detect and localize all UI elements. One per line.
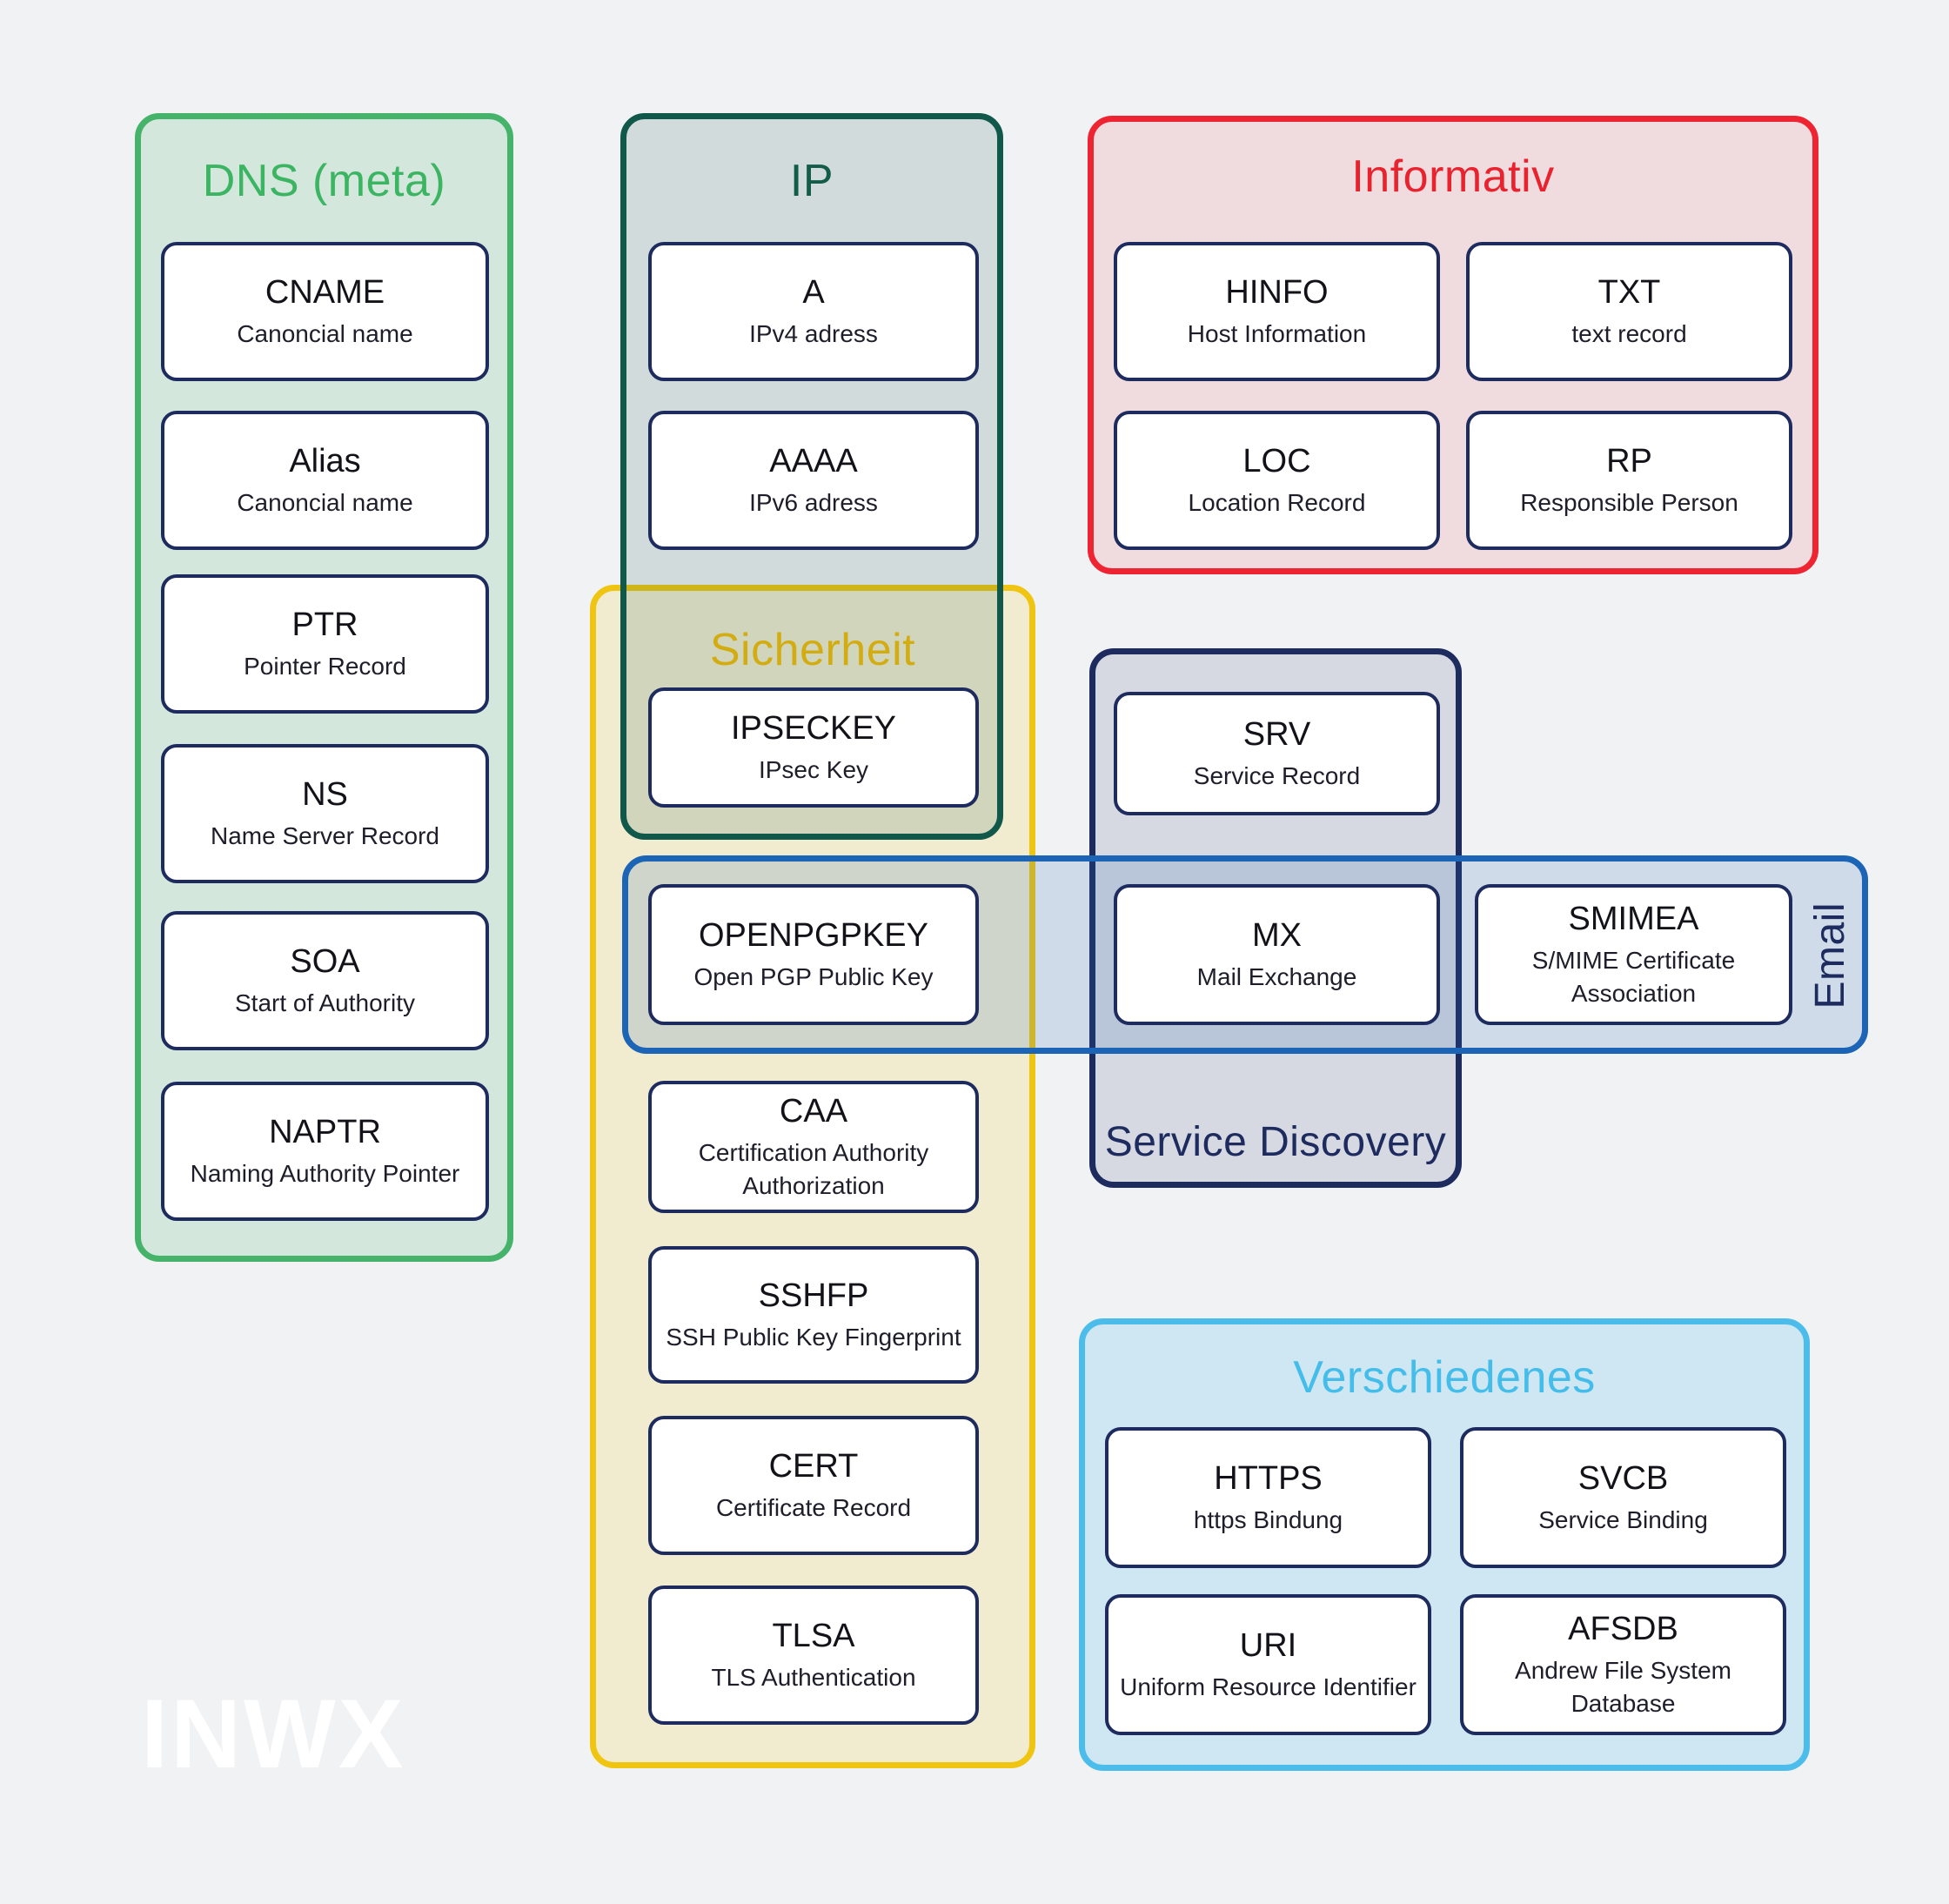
card-abbr: HTTPS	[1214, 1460, 1323, 1498]
card-abbr: SSHFP	[758, 1277, 869, 1315]
card-cname: CNAME Canoncial name	[161, 242, 489, 381]
card-srv: SRV Service Record	[1114, 692, 1440, 815]
card-abbr: URI	[1239, 1627, 1297, 1665]
card-abbr: PTR	[291, 607, 358, 644]
card-desc: SSH Public Key Fingerprint	[666, 1323, 961, 1351]
card-loc: LOC Location Record	[1114, 411, 1440, 550]
card-desc: text record	[1571, 319, 1687, 347]
card-desc: Canoncial name	[237, 488, 413, 516]
card-cert: CERT Certificate Record	[648, 1416, 979, 1555]
card-desc: S/MIME Certificate Association	[1531, 946, 1736, 1007]
card-desc: Andrew File System Database	[1515, 1656, 1731, 1717]
card-desc: Mail Exchange	[1196, 962, 1357, 990]
card-a: A IPv4 adress	[648, 242, 979, 381]
card-abbr: OPENPGPKEY	[699, 917, 928, 955]
card-desc: Certification Authority Authorization	[698, 1138, 929, 1199]
card-openpgpkey: OPENPGPKEY Open PGP Public Key	[648, 884, 979, 1025]
card-abbr: CERT	[768, 1448, 859, 1485]
card-abbr: AAAA	[769, 443, 858, 480]
card-desc: https Bindung	[1193, 1505, 1343, 1533]
card-tlsa: TLSA TLS Authentication	[648, 1586, 979, 1725]
card-desc: Canoncial name	[237, 319, 413, 347]
card-smimea: SMIMEA S/MIME Certificate Association	[1475, 884, 1792, 1025]
card-abbr: NAPTR	[269, 1114, 381, 1151]
card-desc: Host Information	[1187, 319, 1367, 347]
card-desc: Uniform Resource Identifier	[1120, 1673, 1417, 1700]
card-desc: IPv6 adress	[749, 488, 878, 516]
card-abbr: Alias	[289, 443, 361, 480]
card-desc: Service Record	[1193, 761, 1361, 789]
card-desc: Location Record	[1188, 488, 1366, 516]
card-abbr: TLSA	[772, 1618, 855, 1655]
card-abbr: MX	[1252, 917, 1302, 955]
card-abbr: HINFO	[1225, 274, 1329, 312]
card-https: HTTPS https Bindung	[1105, 1427, 1431, 1568]
card-desc: Responsible Person	[1520, 488, 1738, 516]
card-abbr: RP	[1606, 443, 1652, 480]
card-abbr: CNAME	[265, 274, 385, 312]
card-txt: TXT text record	[1466, 242, 1792, 381]
card-abbr: CAA	[779, 1093, 848, 1130]
card-abbr: IPSECKEY	[730, 710, 897, 748]
card-abbr: LOC	[1242, 443, 1311, 480]
card-desc: TLS Authentication	[711, 1663, 916, 1691]
card-aaaa: AAAA IPv6 adress	[648, 411, 979, 550]
card-desc: Certificate Record	[715, 1493, 912, 1521]
card-abbr: SVCB	[1577, 1460, 1669, 1498]
card-abbr: A	[802, 274, 825, 312]
card-abbr: SMIMEA	[1568, 901, 1699, 938]
card-abbr: NS	[302, 776, 348, 814]
card-hinfo: HINFO Host Information	[1114, 242, 1440, 381]
card-desc: Start of Authority	[235, 989, 415, 1016]
card-desc: Pointer Record	[244, 652, 406, 680]
card-mx: MX Mail Exchange	[1114, 884, 1440, 1025]
card-abbr: TXT	[1597, 274, 1661, 312]
card-desc: Service Binding	[1538, 1505, 1708, 1533]
card-abbr: SOA	[290, 943, 360, 981]
card-ptr: PTR Pointer Record	[161, 574, 489, 714]
inwx-logo: INWX	[141, 1679, 406, 1788]
card-afsdb: AFSDB Andrew File System Database	[1460, 1594, 1786, 1735]
card-desc: Open PGP Public Key	[693, 962, 934, 990]
card-desc: IPv4 adress	[749, 319, 878, 347]
card-uri: URI Uniform Resource Identifier	[1105, 1594, 1431, 1735]
card-desc: IPsec Key	[758, 755, 869, 783]
card-sshfp: SSHFP SSH Public Key Fingerprint	[648, 1246, 979, 1384]
card-naptr: NAPTR Naming Authority Pointer	[161, 1082, 489, 1221]
card-caa: CAA Certification Authority Authorization	[648, 1081, 979, 1213]
card-svcb: SVCB Service Binding	[1460, 1427, 1786, 1568]
card-ns: NS Name Server Record	[161, 744, 489, 883]
card-ipseckey: IPSECKEY IPsec Key	[648, 687, 979, 808]
card-rp: RP Responsible Person	[1466, 411, 1792, 550]
card-abbr: AFSDB	[1568, 1611, 1678, 1648]
card-desc: Name Server Record	[211, 821, 439, 849]
card-soa: SOA Start of Authority	[161, 911, 489, 1050]
card-desc: Naming Authority Pointer	[190, 1159, 460, 1187]
card-abbr: SRV	[1242, 716, 1311, 754]
